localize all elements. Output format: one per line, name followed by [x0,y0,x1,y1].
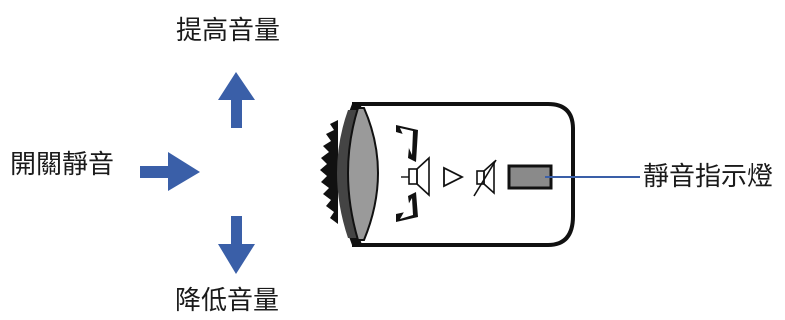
mute-toggle-label: 開關靜音 [10,150,115,180]
volume-down-mark [396,192,418,222]
mute-indicator-led [507,164,553,190]
arrow-up-icon [218,72,255,128]
play-icon [443,166,465,188]
speaker-icon [401,156,430,197]
arrow-down-icon [218,216,255,274]
volume-up-mark [396,125,418,162]
volume-up-label: 提高音量 [176,16,281,46]
volume-down-label: 降低音量 [175,286,280,316]
arrow-right-icon [140,152,200,191]
mute-indicator-label: 靜音指示燈 [643,162,774,192]
mute-icon [473,159,497,197]
volume-wheel[interactable] [320,104,379,245]
